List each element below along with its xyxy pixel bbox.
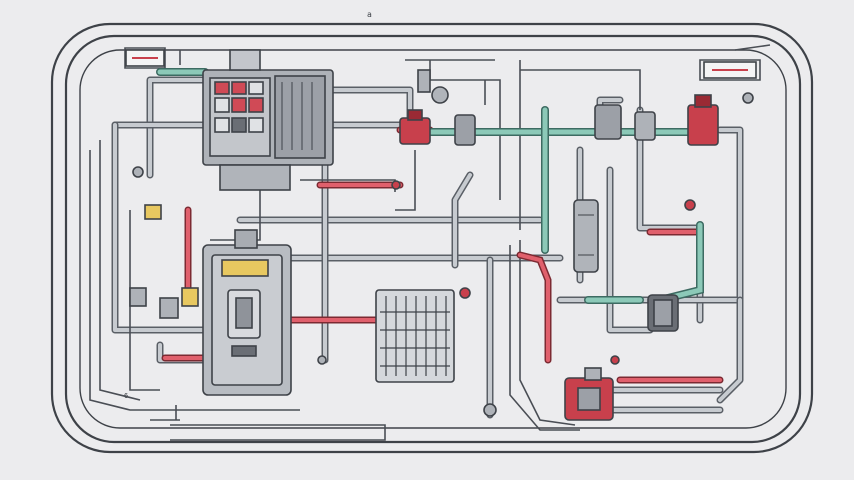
controller-display (221, 259, 269, 277)
innermost-frame (79, 49, 787, 429)
main-controller (202, 229, 292, 396)
motor-top-right (594, 104, 656, 141)
control-panel (202, 49, 334, 191)
pump-lower-right (564, 367, 614, 421)
inner-frame (64, 34, 802, 444)
valve-grey-top (417, 69, 476, 146)
outer-frame (50, 22, 814, 454)
gauges (132, 92, 754, 417)
valve-red-top (399, 109, 431, 145)
red-pipes (161, 126, 724, 384)
heat-exchanger (375, 289, 455, 383)
motor-right (647, 294, 679, 332)
tag-boxes (125, 49, 757, 79)
filter-column (573, 199, 599, 273)
top-marker: a (367, 10, 372, 19)
valve-red-right (687, 94, 719, 146)
valve-small-left (129, 204, 199, 319)
